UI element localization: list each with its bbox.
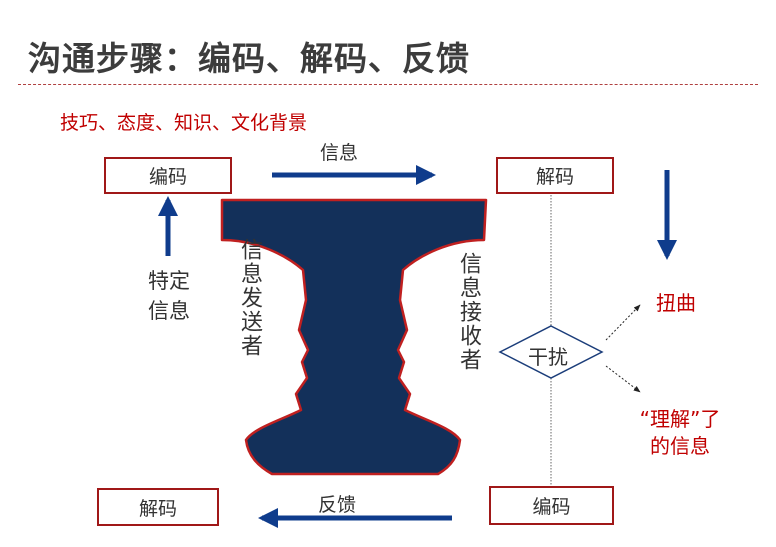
message-label: 信息 [320,142,359,164]
title-divider [18,84,758,85]
specific-info-line2: 信息 [148,299,190,323]
understood-dotted-arrow [605,365,641,393]
receiver-label: 信息接收者 [456,252,481,372]
decode-box-top: 解码 [496,157,614,194]
rubin-vase-faces-shape [220,198,488,476]
understood-info-label: “理解”了 的信息 [620,406,740,460]
feedback-label: 反馈 [318,494,357,516]
page-title: 沟通步骤：编码、解码、反馈 [28,39,470,78]
distortion-dotted-arrow [605,304,641,341]
noise-diamond [498,325,604,379]
distortion-label: 扭曲 [656,291,696,315]
decode-box-bottom: 解码 [97,488,219,526]
understood-line2: 的信息 [650,434,710,458]
sender-label: 信息发送者 [237,238,262,358]
understood-line1: “理解”了 [639,407,721,431]
subtitle-factors: 技巧、态度、知识、文化背景 [60,112,308,134]
encode-box-bottom: 编码 [489,486,614,525]
specific-info-line1: 特定 [148,269,190,293]
specific-info-label: 特定 信息 [142,266,196,326]
encode-box-top: 编码 [104,157,232,194]
noise-label: 干扰 [528,345,568,369]
